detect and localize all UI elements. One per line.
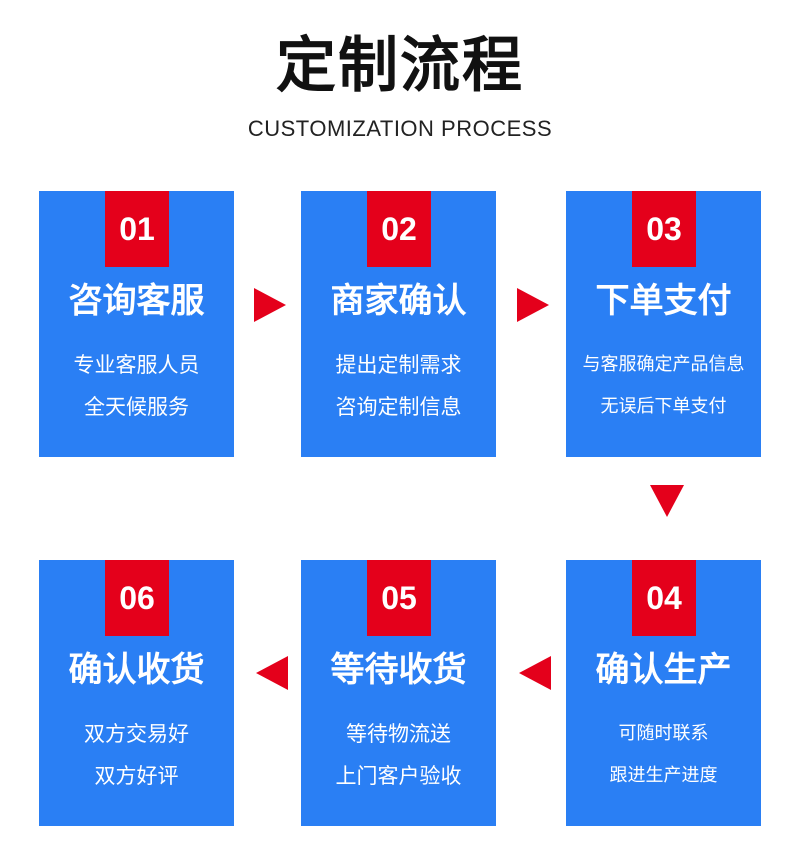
step-desc-line2: 上门客户验收 (335, 764, 462, 788)
step-title: 等待收货 (330, 650, 467, 690)
step-card-06: 06 确认收货 双方交易好 双方好评 (39, 560, 234, 826)
step-card-05: 05 等待收货 等待物流送 上门客户验收 (301, 560, 496, 826)
page-title: 定制流程 (276, 31, 524, 101)
step-card-04: 04 确认生产 可随时联系 跟进生产进度 (566, 560, 761, 826)
step-number-badge: 01 (105, 191, 169, 267)
step-desc-line2: 无误后下单支付 (600, 396, 727, 417)
step-desc-line2: 全天候服务 (84, 395, 189, 419)
arrow-right-icon (254, 288, 286, 322)
arrow-left-icon (256, 656, 288, 690)
step-number-badge: 03 (632, 191, 696, 267)
step-card-03: 03 下单支付 与客服确定产品信息 无误后下单支付 (566, 191, 761, 457)
step-desc-line2: 跟进生产进度 (609, 765, 718, 786)
step-card-01: 01 咨询客服 专业客服人员 全天候服务 (39, 191, 234, 457)
step-desc-line1: 提出定制需求 (335, 353, 462, 377)
page-subtitle: CUSTOMIZATION PROCESS (247, 116, 553, 141)
arrow-left-icon (519, 656, 551, 690)
step-number-badge: 02 (367, 191, 431, 267)
step-desc-line2: 咨询定制信息 (335, 395, 462, 419)
step-desc-line2: 双方好评 (94, 764, 179, 788)
step-number-badge: 04 (632, 560, 696, 636)
arrow-right-icon (517, 288, 549, 322)
step-number-badge: 06 (105, 560, 169, 636)
step-desc-line1: 双方交易好 (84, 722, 189, 746)
step-card-02: 02 商家确认 提出定制需求 咨询定制信息 (301, 191, 496, 457)
step-title: 确认收货 (68, 650, 205, 690)
step-title: 商家确认 (330, 281, 467, 321)
step-desc-line1: 专业客服人员 (73, 353, 200, 377)
step-number-badge: 05 (367, 560, 431, 636)
step-title: 咨询客服 (68, 281, 205, 321)
step-desc-line1: 与客服确定产品信息 (582, 354, 745, 375)
step-desc-line1: 可随时联系 (618, 723, 709, 744)
arrow-down-icon (650, 485, 684, 517)
step-title: 确认生产 (595, 650, 732, 690)
step-desc-line1: 等待物流送 (346, 722, 451, 746)
step-title: 下单支付 (595, 281, 732, 321)
